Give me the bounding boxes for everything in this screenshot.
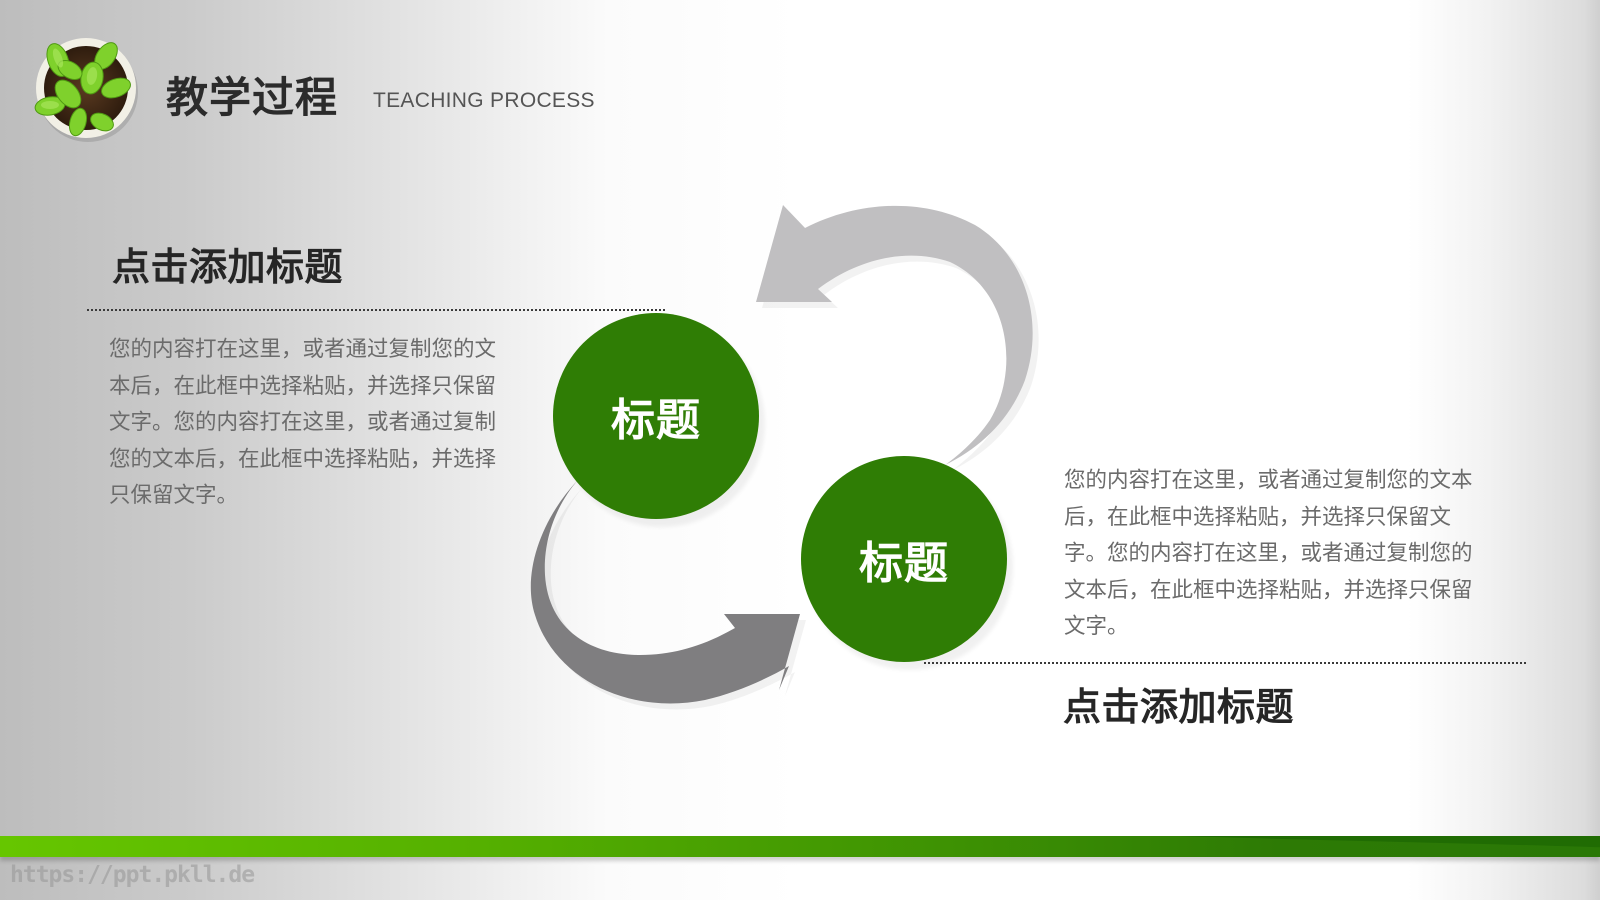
page-subtitle: TEACHING PROCESS <box>373 89 595 112</box>
section-title-left[interactable]: 点击添加标题 <box>112 245 344 289</box>
cycle-node-1[interactable]: 标题 <box>553 313 759 519</box>
watermark-text: https://ppt.pkll.de <box>10 862 255 888</box>
potted-plant-icon <box>30 30 142 144</box>
cycle-node-1-label: 标题 <box>611 395 701 446</box>
divider-right <box>924 662 1526 664</box>
page-title: 教学过程 <box>166 73 339 122</box>
cycle-node-2-label: 标题 <box>859 538 949 589</box>
curved-arrow-top <box>756 205 1033 465</box>
cycle-node-2[interactable]: 标题 <box>801 456 1007 662</box>
section-body-left[interactable]: 您的内容打在这里，或者通过复制您的文本后，在此框中选择粘贴，并选择只保留文字。您… <box>109 337 497 508</box>
divider-left <box>87 309 665 311</box>
footer-swoosh <box>1180 836 1600 848</box>
section-body-right[interactable]: 您的内容打在这里，或者通过复制您的文本后，在此框中选择粘贴，并选择只保留文字。您… <box>1064 468 1473 639</box>
section-title-right[interactable]: 点击添加标题 <box>1063 685 1295 729</box>
footer-bar <box>0 836 1600 857</box>
